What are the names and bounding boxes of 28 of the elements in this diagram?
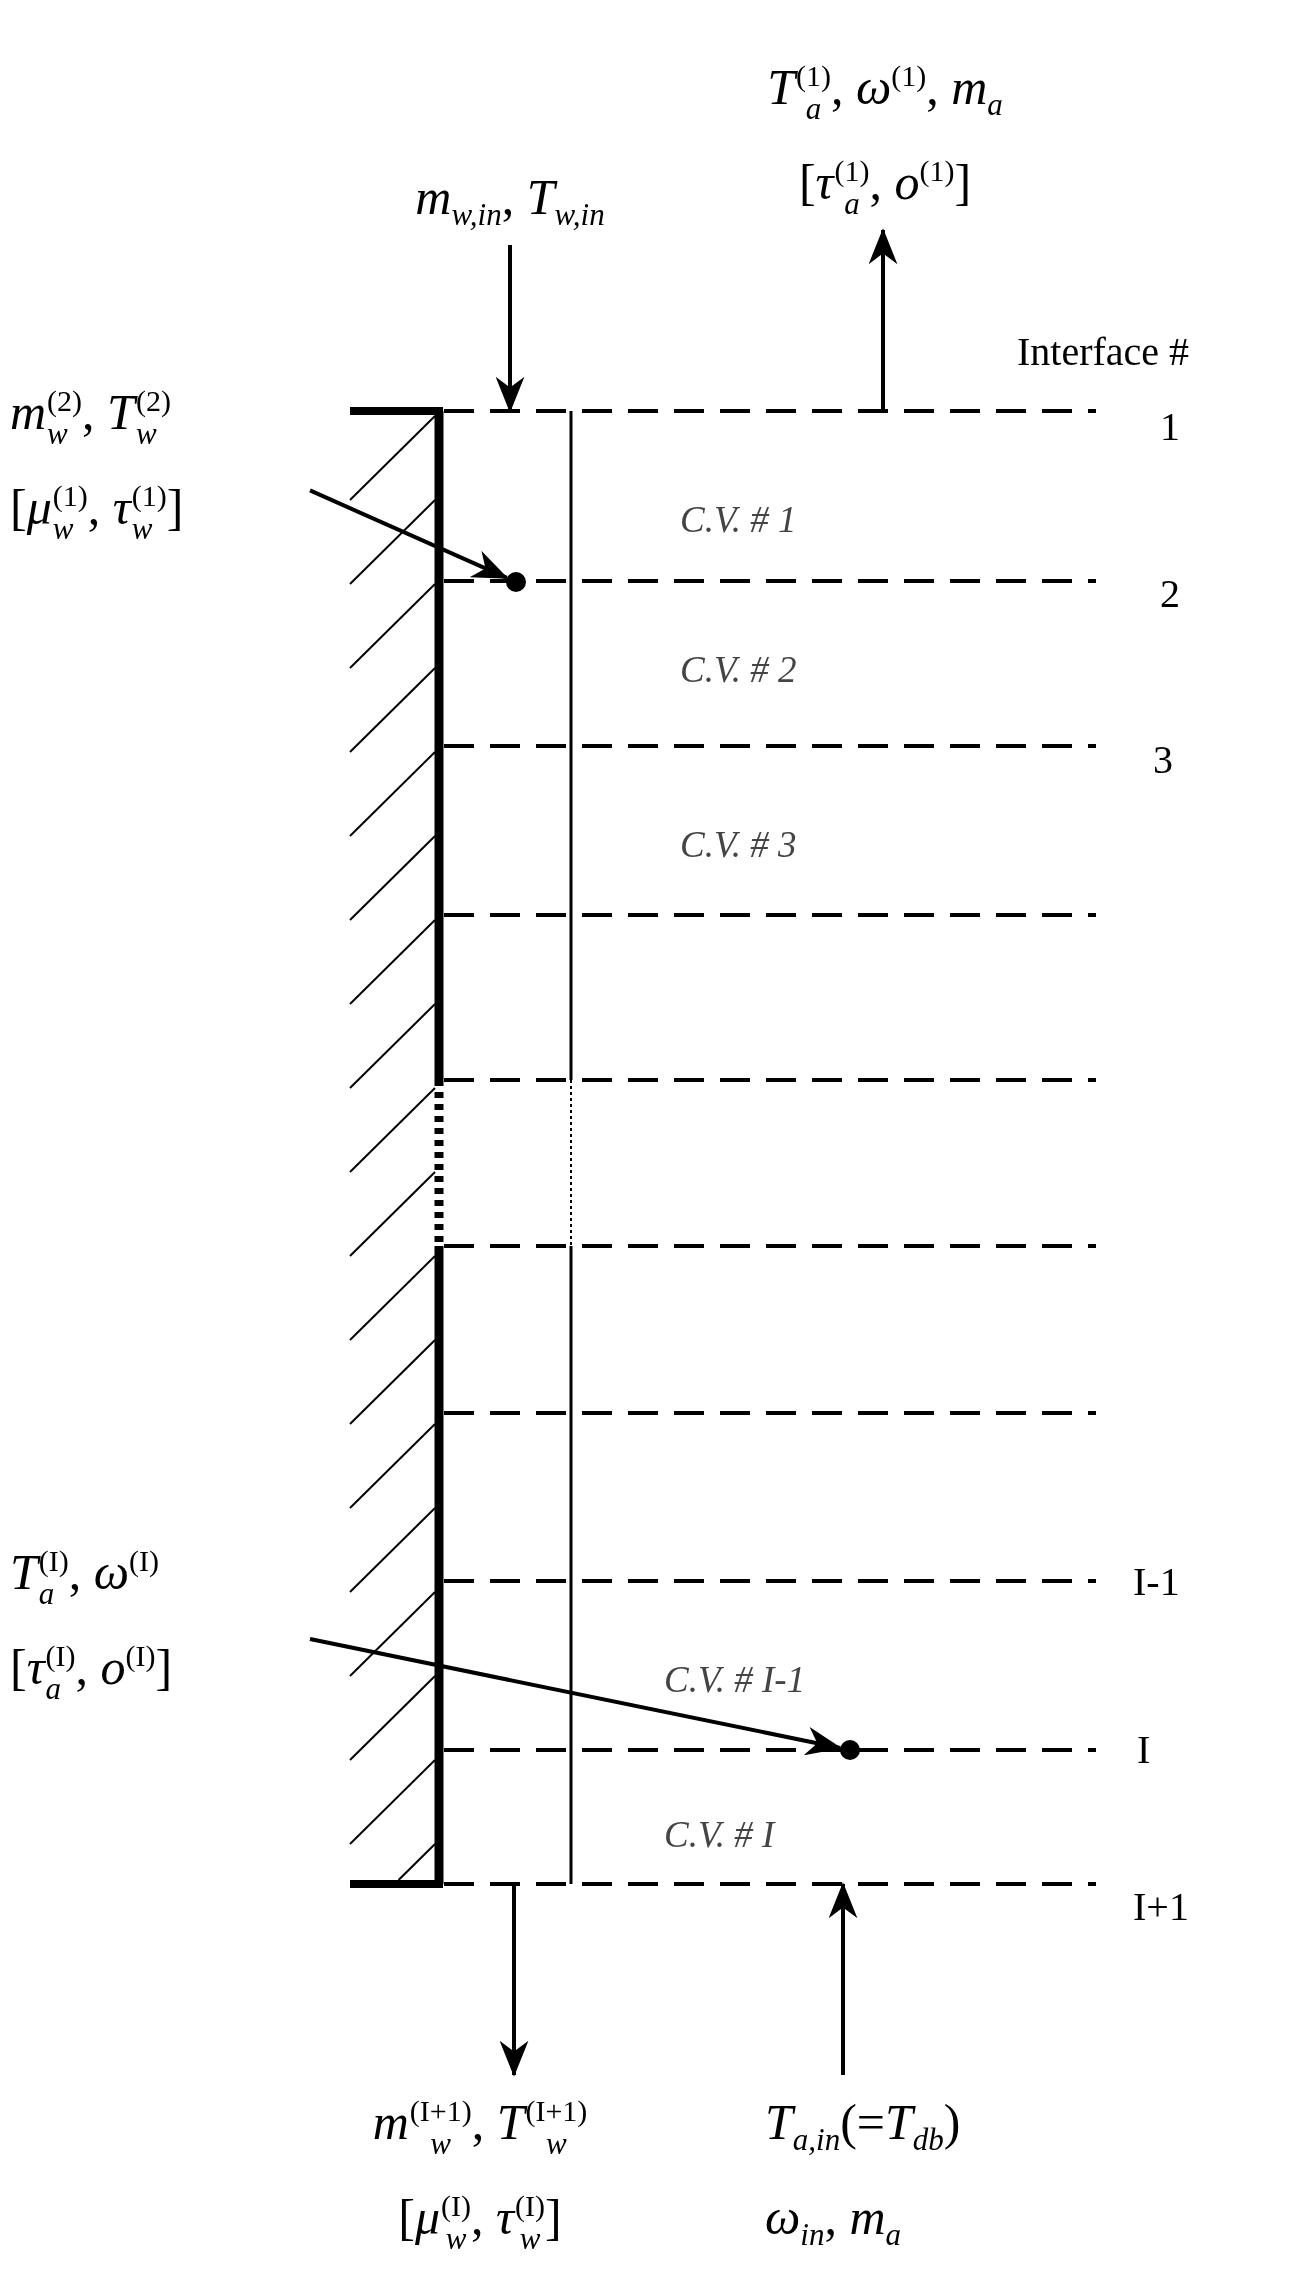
point-marker [840,1740,860,1760]
math-label: m$_{w,in}$, T$_{w,in}$ [414,168,606,234]
point-marker [506,572,526,592]
leader-arrow [309,488,509,580]
interface-number: Interface # [1017,330,1190,374]
interface-number: 1 [1160,405,1180,449]
control-volume-label: C.V. # 3 [680,825,797,866]
interface-number: I+1 [1133,1885,1189,1929]
math-label: [μ$^{(1)}$$_{w}$, τ$^{(1)}$$_{w}$] [10,477,185,548]
math-label: T$_{a,in}$(=T$_{db}$) [765,2093,962,2159]
math-label: T$^{(I)}$$_{a}$, ω$^{(I)}$ [10,1542,161,1613]
math-label: [μ$^{(I)}$$_{w}$, τ$^{(I)}$$_{w}$] [397,2187,563,2258]
interface-number: I [1137,1728,1151,1772]
control-volume-label: C.V. # I-1 [664,1660,806,1701]
flow-arrow [499,1884,529,2077]
flow-arrow [868,228,898,411]
interface-number: 3 [1153,738,1173,782]
control-volume-label: C.V. # 1 [680,500,797,541]
control-volume-label: C.V. # I [664,1815,775,1856]
leader-arrow [309,1637,842,1756]
interface-number: I-1 [1133,1560,1180,1604]
control-volume-label: C.V. # 2 [680,650,797,691]
interface-number: 2 [1160,572,1180,616]
math-label: T$^{(1)}$$_{a}$, ω$^{(1)}$, m$_{a}$ [766,57,1004,128]
math-label: ω$_{in}$, m$_{a}$ [765,2188,903,2254]
flow-arrow [828,1882,858,2075]
math-label: [τ$^{(1)}$$_{a}$, o$^{(1)}$] [797,152,973,223]
math-label: [τ$^{(I)}$$_{a}$, o$^{(I)}$] [10,1637,174,1708]
